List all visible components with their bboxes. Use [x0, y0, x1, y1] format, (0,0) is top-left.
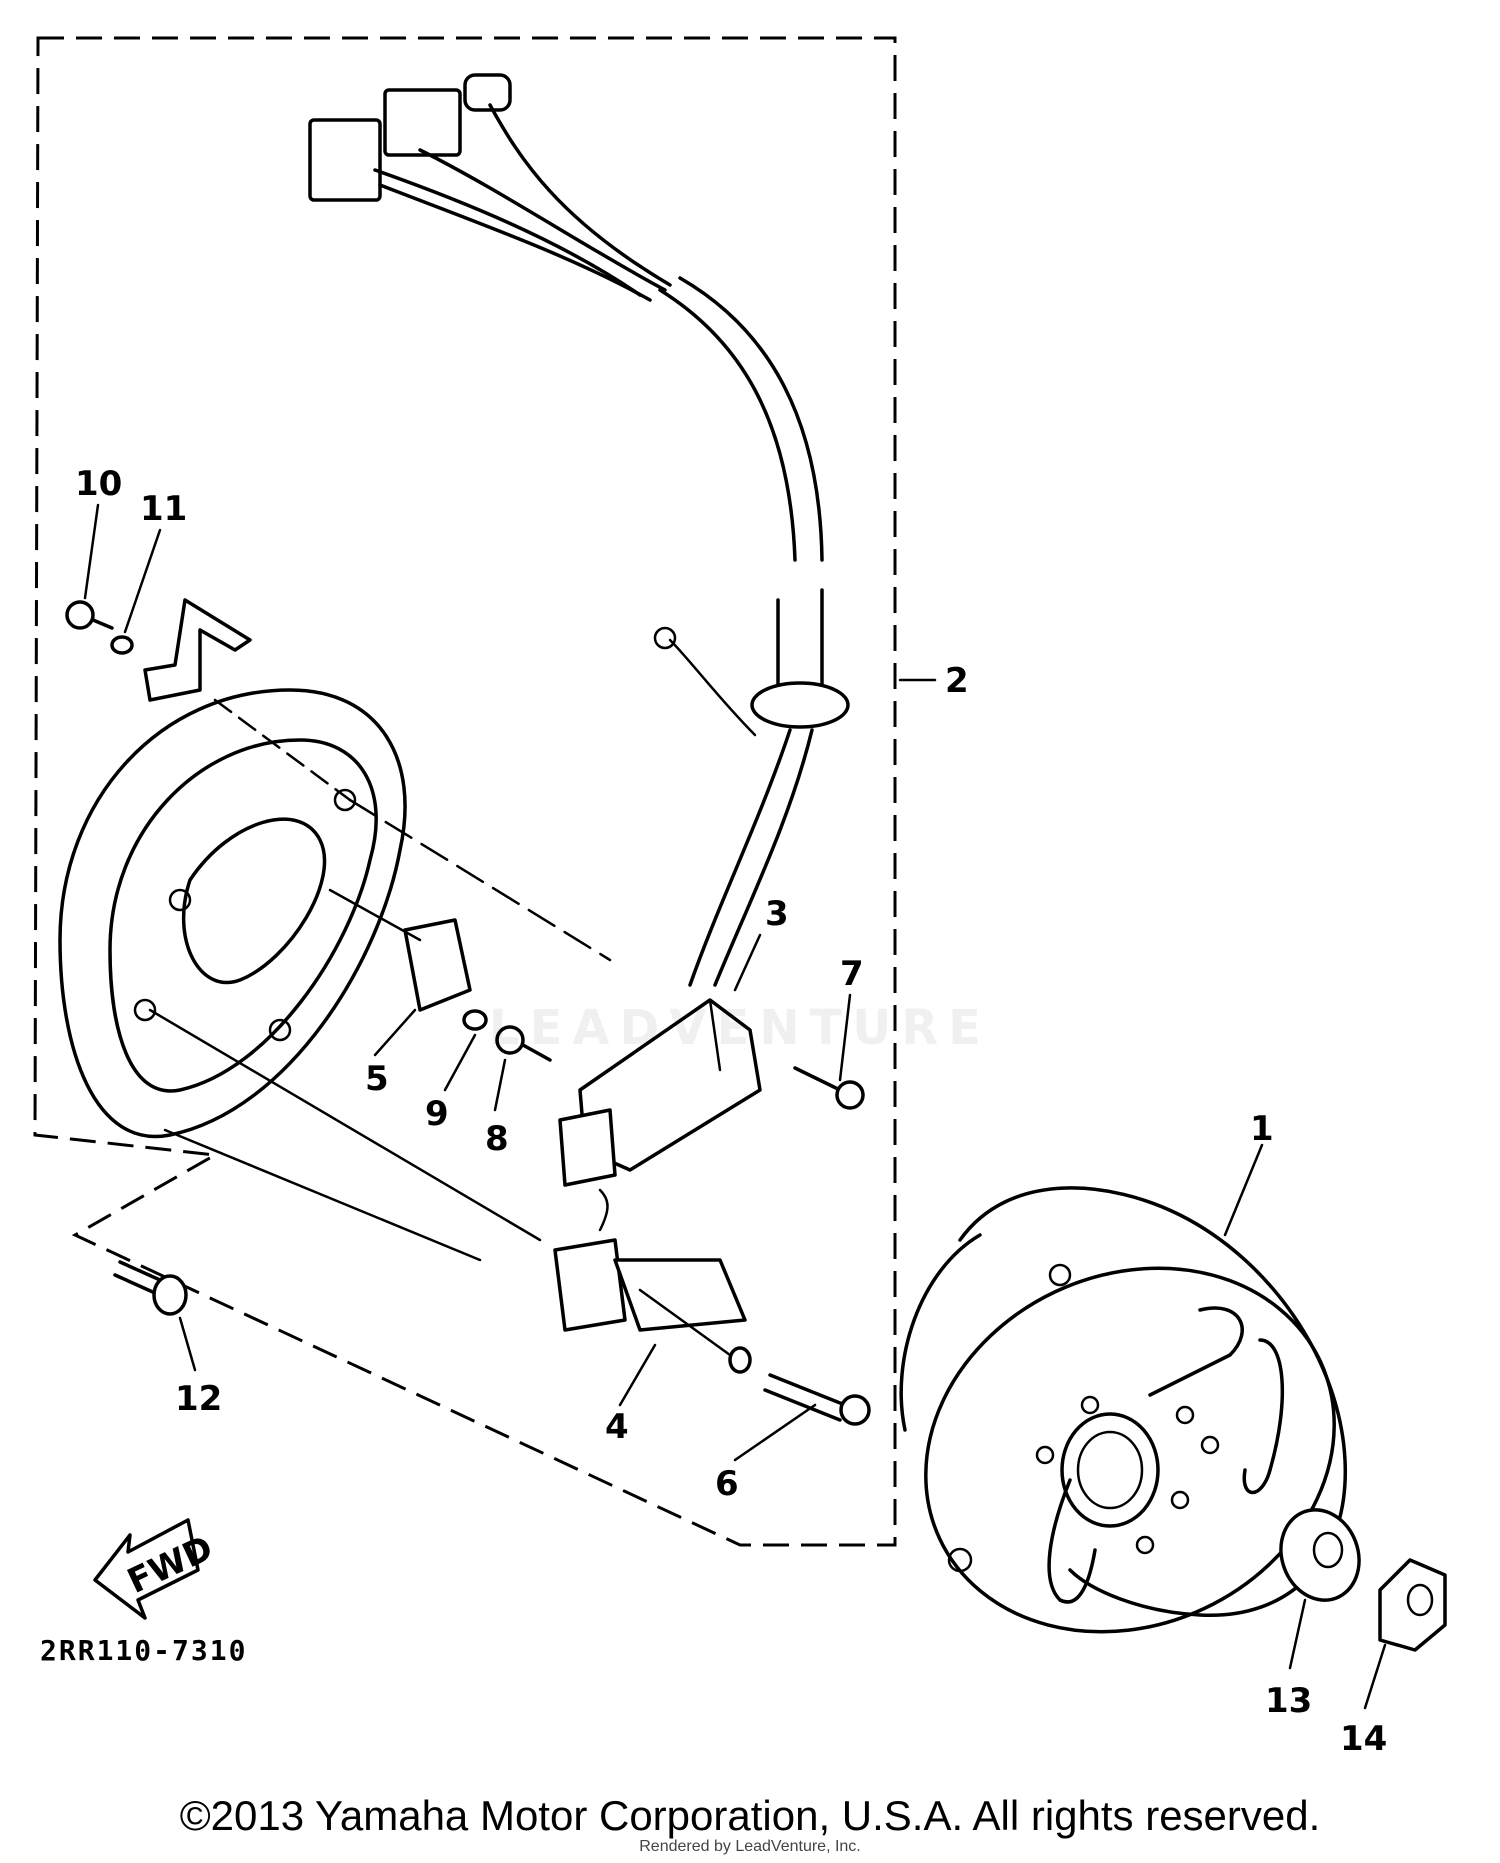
screw-8: [495, 1025, 552, 1062]
callout-11: 11: [140, 489, 187, 529]
callout-4: 4: [605, 1407, 629, 1447]
screw-10: [65, 600, 114, 630]
copyright-notice: ©2013 Yamaha Motor Corporation, U.S.A. A…: [179, 1792, 1321, 1839]
callout-13: 13: [1265, 1681, 1312, 1721]
rendered-by-notice: Rendered by LeadVenture, Inc.: [639, 1838, 861, 1855]
callout-7: 7: [840, 954, 864, 994]
diagram-code: 2RR110-7310: [40, 1634, 247, 1667]
callout-6: 6: [715, 1464, 739, 1504]
fwd-arrow-icon: FWD: [93, 1518, 219, 1620]
stator-plate: [58, 688, 407, 1139]
callout-2: 2: [945, 661, 969, 701]
coil-unit-3: [558, 998, 762, 1187]
pulser-coil-4: [553, 1188, 747, 1332]
callout-9: 9: [425, 1094, 449, 1134]
washer-9: [462, 1009, 488, 1031]
screw-6: [763, 1373, 871, 1426]
watermark: LEADVENTURE: [489, 1000, 991, 1056]
washer-13: [1279, 1508, 1361, 1602]
screw-7: [793, 1066, 865, 1110]
washer-6: [728, 1346, 752, 1374]
guide-lines: [148, 698, 732, 1357]
callout-leaders: [83, 503, 1387, 1710]
parts-diagram: FWD 1 2 3 4 5 6 7 8 9 10 11 12 13 14 2RR…: [33, 36, 1447, 1759]
flywheel-1: [899, 1186, 1347, 1634]
callout-3: 3: [765, 894, 789, 934]
callout-8: 8: [485, 1119, 509, 1159]
callout-12: 12: [175, 1379, 222, 1419]
nut-14: [1378, 1558, 1447, 1652]
callout-1: 1: [1250, 1109, 1274, 1149]
callout-14: 14: [1340, 1719, 1387, 1759]
pickup-bracket: [143, 598, 252, 702]
washer-11: [110, 635, 134, 655]
callout-5: 5: [365, 1059, 389, 1099]
assembly-boundary: [33, 36, 937, 1547]
wiring-harness: [308, 73, 850, 987]
callout-10: 10: [75, 464, 122, 504]
coil-5: [403, 918, 472, 1012]
screw-12: [113, 1260, 188, 1316]
